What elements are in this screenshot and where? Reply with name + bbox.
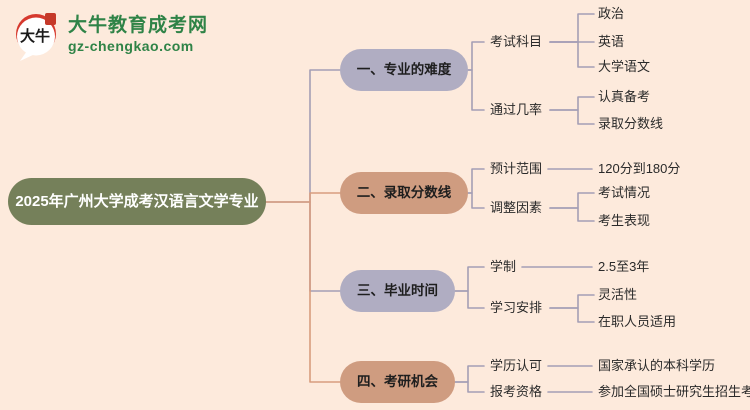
site-url: gz-chengkao.com	[68, 38, 194, 54]
subtopic-expected-range[interactable]: 预计范围	[490, 161, 543, 176]
leaf-admission-line[interactable]: 录取分数线	[598, 116, 664, 131]
subtopic-adjust-factors[interactable]: 调整因素	[490, 200, 543, 215]
leaf-national-postgrad-exam[interactable]: 参加全国硕士研究生招生考试	[598, 384, 750, 399]
logo-seal	[45, 13, 56, 25]
logo-text-block: 大牛教育成考网 gz-chengkao.com	[68, 10, 208, 55]
leaf-politics[interactable]: 政治	[598, 6, 625, 21]
leaf-candidate-performance[interactable]: 考生表现	[598, 213, 651, 228]
subtopic-exam-subjects[interactable]: 考试科目	[490, 34, 543, 49]
leaf-years[interactable]: 2.5至3年	[598, 259, 650, 274]
leaf-flexibility[interactable]: 灵活性	[598, 287, 638, 302]
gray-connectors	[265, 13, 595, 393]
logo-bubble-text: 大牛	[20, 27, 50, 45]
branch-node-postgrad-opportunity[interactable]: 四、考研机会	[340, 361, 455, 403]
leaf-score-range[interactable]: 120分到180分	[598, 161, 681, 176]
leaf-suitable-for-workers[interactable]: 在职人员适用	[598, 314, 677, 329]
subtopic-schooling-length[interactable]: 学制	[490, 259, 517, 274]
site-name: 大牛教育成考网	[68, 15, 209, 36]
leaf-state-recognized-degree[interactable]: 国家承认的本科学历	[598, 358, 716, 373]
leaf-exam-situation[interactable]: 考试情况	[598, 185, 651, 200]
leaf-serious-prep[interactable]: 认真备考	[598, 89, 651, 104]
branch-node-score-line[interactable]: 二、录取分数线	[340, 172, 468, 214]
subtopic-study-arrangement[interactable]: 学习安排	[490, 300, 543, 315]
salmon-connectors	[265, 192, 341, 383]
root-topic-node[interactable]: 2025年广州大学成考汉语言文学专业	[8, 178, 266, 225]
leaf-english[interactable]: 英语	[598, 34, 625, 49]
branch-node-difficulty[interactable]: 一、专业的难度	[340, 49, 468, 91]
site-logo[interactable]: 大牛 大牛教育成考网 gz-chengkao.com	[12, 10, 208, 62]
subtopic-application-eligibility[interactable]: 报考资格	[490, 384, 543, 399]
leaf-college-chinese[interactable]: 大学语文	[598, 59, 651, 74]
ox-speech-bubble-icon: 大牛	[16, 13, 56, 61]
branch-node-graduation-time[interactable]: 三、毕业时间	[340, 270, 455, 312]
subtopic-degree-recognition[interactable]: 学历认可	[490, 358, 543, 373]
subtopic-pass-chance[interactable]: 通过几率	[490, 102, 543, 117]
